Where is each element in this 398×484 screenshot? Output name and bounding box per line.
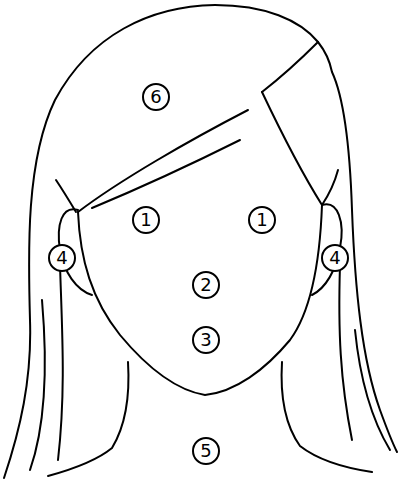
hair-part <box>262 42 318 92</box>
callout-number: 5 <box>200 442 211 460</box>
hair-strand <box>339 265 352 440</box>
callout-number: 2 <box>200 276 211 294</box>
callout-circle: 5 <box>192 437 220 465</box>
callout-circle: 2 <box>192 271 220 299</box>
bangs-strand <box>78 110 248 212</box>
callout-number: 1 <box>140 211 151 229</box>
hair-strand <box>355 330 390 450</box>
hair-strand <box>322 170 338 205</box>
callout-number: 1 <box>256 211 267 229</box>
bangs-strand <box>92 140 240 208</box>
callout-circle: 4 <box>48 244 76 272</box>
bangs-strand <box>262 92 322 205</box>
callout-circle: 6 <box>142 83 170 111</box>
neck-shoulder <box>282 362 372 472</box>
neck-shoulder <box>48 362 128 476</box>
callout-circle: 4 <box>321 244 349 272</box>
hair-strand <box>56 180 76 212</box>
callout-number: 6 <box>150 88 161 106</box>
hair-strand <box>30 300 45 470</box>
hair-outline <box>4 5 397 478</box>
callout-circle: 1 <box>248 206 276 234</box>
callout-number: 4 <box>329 249 340 267</box>
callout-circle: 1 <box>132 206 160 234</box>
hair-strand <box>58 265 63 460</box>
callout-number: 3 <box>200 331 211 349</box>
callout-number: 4 <box>56 249 67 267</box>
face-outline <box>78 205 322 395</box>
callout-circle: 3 <box>192 326 220 354</box>
